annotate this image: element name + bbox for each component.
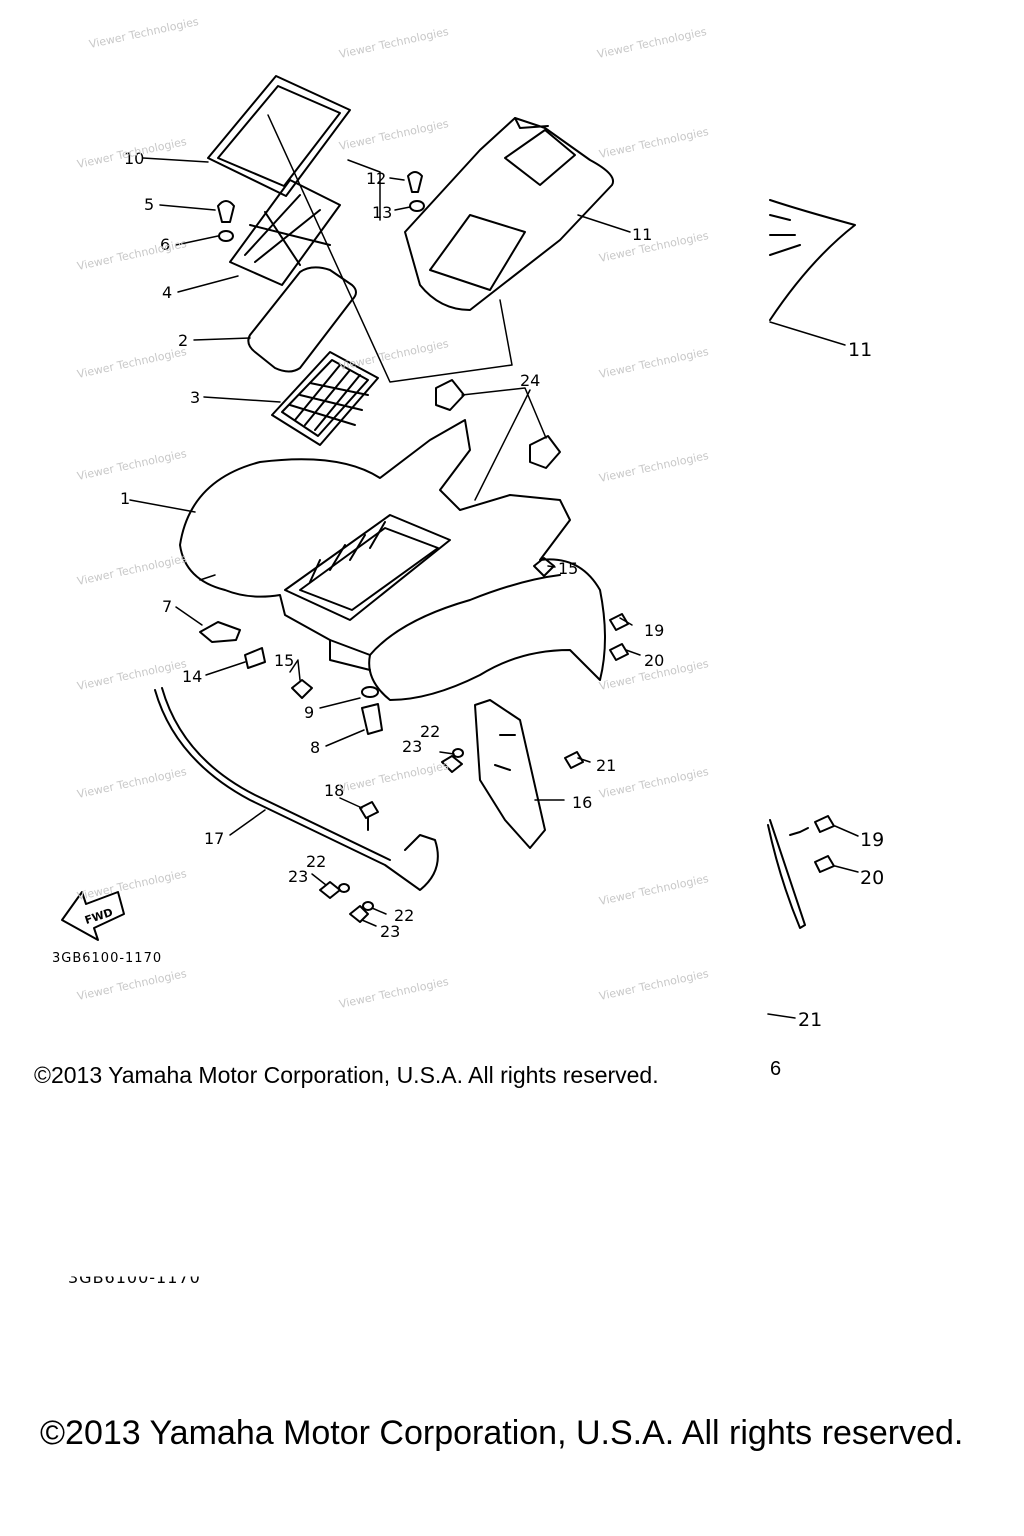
watermark: Viewer Technologies bbox=[338, 759, 450, 795]
watermark: Viewer Technologies bbox=[598, 345, 710, 381]
callout-11-zoom: 11 bbox=[848, 339, 872, 361]
callout-12: 12 bbox=[366, 169, 386, 188]
watermark: Viewer Technologies bbox=[338, 337, 450, 373]
watermark: Viewer Technologies bbox=[598, 125, 710, 161]
part-18 bbox=[359, 801, 379, 831]
callout-8: 8 bbox=[310, 738, 320, 757]
part-3-screen bbox=[271, 351, 379, 446]
copyright-notice: ©2013 Yamaha Motor Corporation, U.S.A. A… bbox=[34, 1062, 659, 1088]
callout-10: 10 bbox=[124, 149, 144, 168]
callout-13: 13 bbox=[372, 203, 392, 222]
callout-17: 17 bbox=[204, 829, 224, 848]
watermark: Viewer Technologies bbox=[596, 25, 708, 61]
callout-9: 9 bbox=[304, 703, 314, 722]
part-16-bracket bbox=[474, 699, 546, 849]
part-1-fender bbox=[179, 419, 606, 701]
callout-15a: 15 bbox=[274, 651, 294, 670]
watermark: Viewer Technologies bbox=[598, 872, 710, 908]
callout-23a: 23 bbox=[402, 737, 422, 756]
copyright-notice-large: ©2013 Yamaha Motor Corporation, U.S.A. A… bbox=[40, 1414, 964, 1452]
part-23a bbox=[441, 755, 463, 773]
part-7 bbox=[199, 621, 241, 643]
watermark: Viewer Technologies bbox=[598, 967, 710, 1003]
watermark: Viewer Technologies bbox=[76, 237, 188, 273]
watermark: Viewer Technologies bbox=[76, 867, 188, 903]
part-21 bbox=[564, 751, 584, 769]
callout-23b: 23 bbox=[288, 867, 308, 886]
callout-18: 18 bbox=[324, 781, 344, 800]
callout-24: 24 bbox=[520, 371, 540, 390]
callout-4: 4 bbox=[162, 283, 172, 302]
part-8 bbox=[361, 703, 383, 735]
watermark: Viewer Technologies bbox=[598, 229, 710, 265]
callout-2: 2 bbox=[178, 331, 188, 350]
part-5 bbox=[217, 200, 235, 223]
part-22a bbox=[452, 748, 464, 758]
part-4-cage bbox=[229, 179, 341, 286]
callout-15b: 15 bbox=[558, 559, 578, 578]
fender-zoom bbox=[767, 819, 806, 929]
callout-3: 3 bbox=[190, 388, 200, 407]
watermark: Viewer Technologies bbox=[76, 657, 188, 693]
callout-6-zoom: 6 bbox=[770, 1058, 782, 1080]
part-12 bbox=[407, 171, 423, 193]
watermark: Viewer Technologies bbox=[76, 552, 188, 588]
part-code: 3GB6100-1170 bbox=[52, 951, 162, 966]
callout-19: 19 bbox=[644, 621, 664, 640]
callout-19-zoom: 19 bbox=[860, 829, 884, 851]
callout-7: 7 bbox=[162, 597, 172, 616]
watermark: Viewer Technologies bbox=[88, 15, 200, 51]
part-11-zoom bbox=[769, 199, 856, 321]
watermark: Viewer Technologies bbox=[338, 975, 450, 1011]
callout-22a: 22 bbox=[420, 722, 440, 741]
callout-23c: 23 bbox=[380, 922, 400, 941]
part-20 bbox=[609, 643, 629, 661]
part-22c bbox=[362, 901, 374, 911]
part-11-cover bbox=[404, 117, 614, 311]
watermarks: Viewer Technologies Viewer Technologies … bbox=[76, 15, 710, 1011]
part-23b bbox=[319, 881, 341, 899]
callout-20: 20 bbox=[644, 651, 664, 670]
part-19 bbox=[609, 613, 629, 631]
part-15a bbox=[291, 679, 313, 699]
part-23c bbox=[349, 905, 369, 923]
part-6 bbox=[218, 230, 234, 242]
watermark: Viewer Technologies bbox=[338, 25, 450, 61]
part-13 bbox=[409, 200, 425, 212]
fwd-arrow bbox=[61, 891, 125, 941]
part-9 bbox=[361, 686, 379, 698]
watermark: Viewer Technologies bbox=[76, 345, 188, 381]
callout-22b: 22 bbox=[306, 852, 326, 871]
callout-20-zoom: 20 bbox=[860, 867, 884, 889]
watermark: Viewer Technologies bbox=[338, 117, 450, 153]
part-10-seal bbox=[207, 75, 351, 197]
callout-6: 6 bbox=[160, 235, 170, 254]
callout-21: 21 bbox=[596, 756, 616, 775]
watermark: Viewer Technologies bbox=[76, 765, 188, 801]
callout-22c: 22 bbox=[394, 906, 414, 925]
watermark: Viewer Technologies bbox=[598, 449, 710, 485]
callout-16: 16 bbox=[572, 793, 592, 812]
watermark: Viewer Technologies bbox=[76, 967, 188, 1003]
part-2-element bbox=[247, 266, 357, 373]
callout-1: 1 bbox=[120, 489, 130, 508]
callout-5: 5 bbox=[144, 195, 154, 214]
callout-14: 14 bbox=[182, 667, 202, 686]
callout-11: 11 bbox=[632, 225, 652, 244]
callout-21-zoom: 21 bbox=[798, 1009, 822, 1031]
part-15b bbox=[533, 557, 555, 577]
part-17-rod bbox=[154, 689, 439, 891]
part-code-cropped: 3GB6100-1170 bbox=[68, 1268, 201, 1287]
fwd-label: FWD bbox=[83, 906, 114, 927]
watermark: Viewer Technologies bbox=[76, 447, 188, 483]
part-14 bbox=[244, 647, 266, 669]
